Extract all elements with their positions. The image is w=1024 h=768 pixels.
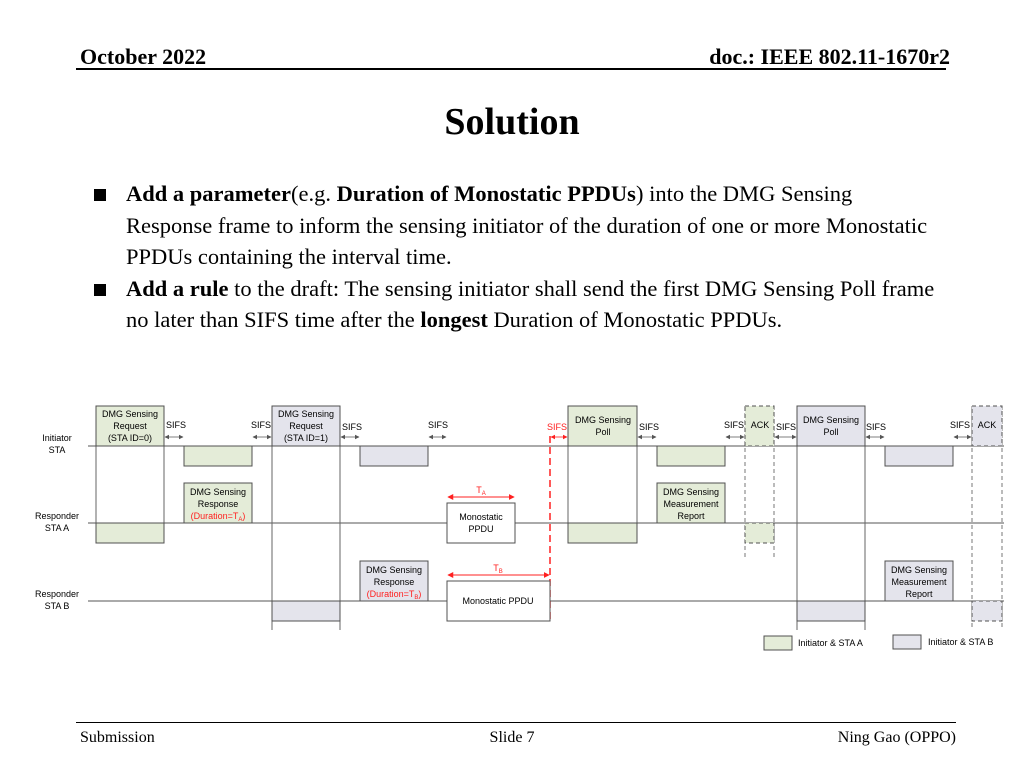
- ack-box-sta-a-3: [744, 522, 775, 544]
- sifs-label: SIFS: [950, 420, 970, 430]
- frame-request-sta0: [95, 405, 165, 447]
- sifs-label: SIFS: [342, 422, 362, 432]
- ack-box-sta-a: [95, 522, 165, 544]
- frame-label: Response: [374, 577, 415, 587]
- footer-submission: Submission: [80, 729, 155, 746]
- sifs-label: SIFS: [776, 422, 796, 432]
- tb-label: TB: [493, 563, 503, 575]
- frame-report-sta-b: [884, 560, 954, 602]
- frame-label: PPDU: [468, 524, 493, 534]
- ack-label: ACK: [751, 420, 770, 430]
- frame-label: DMG Sensing: [102, 409, 158, 419]
- sifs-label: SIFS: [251, 420, 271, 430]
- frame-label: Measurement: [663, 499, 719, 509]
- footer-divider: [76, 722, 956, 723]
- ack-box-initiator-2: [359, 445, 429, 467]
- row-label-sta-a: Responder: [35, 511, 79, 521]
- frame-duration-label: (Duration=TB): [367, 589, 422, 601]
- frame-label: (STA ID=0): [108, 433, 152, 443]
- frame-poll-sta-a: [567, 405, 638, 447]
- ta-label: TA: [476, 485, 486, 497]
- ack-label: ACK: [978, 420, 997, 430]
- legend-label-sta-a: Initiator & STA A: [798, 638, 863, 648]
- frame-label: DMG Sensing: [366, 565, 422, 575]
- bullet-bold-text: Add a parameter: [126, 181, 291, 206]
- bullet-item: Add a parameter(e.g. Duration of Monosta…: [90, 178, 940, 273]
- header-doc-number: doc.: IEEE 802.11-1670r2: [709, 44, 950, 69]
- frame-response-sta-b: [359, 560, 429, 602]
- ack-dashed-lines: [744, 406, 1003, 630]
- ack-box-sta-b-2: [796, 600, 866, 622]
- ack-box-initiator: [183, 445, 253, 467]
- sifs-label: SIFS: [166, 420, 186, 430]
- frame-duration-label: (Duration=TA): [191, 511, 246, 523]
- frame-ack-initiator-b: [971, 405, 1003, 447]
- row-label-sta-b: Responder: [35, 589, 79, 599]
- ack-box-sta-a-2: [567, 522, 638, 544]
- bullet-bold-text: Add a rule: [126, 275, 229, 301]
- frame-label: (STA ID=1): [284, 433, 328, 443]
- square-bullet-icon: [94, 189, 106, 201]
- frame-request-sta1: [271, 405, 341, 447]
- frame-label: Report: [905, 589, 933, 599]
- legend-label-sta-b: Initiator & STA B: [928, 637, 993, 647]
- footer-author: Ning Gao (OPPO): [837, 729, 956, 746]
- timing-diagram: Initiator STA Responder STA A Responder …: [35, 405, 1004, 651]
- slide-title: Solution: [444, 101, 580, 143]
- frame-label: DMG Sensing: [190, 487, 246, 497]
- bullet-bold-text: Duration of Monostatic PPDUs: [336, 181, 636, 206]
- sifs-label: SIFS: [428, 420, 448, 430]
- frame-label: DMG Sensing: [278, 409, 334, 419]
- sifs-label: SIFS: [639, 422, 659, 432]
- frame-ack-initiator-a: [744, 405, 775, 447]
- bullet-text: (e.g.: [290, 181, 337, 206]
- header-date: October 2022: [80, 44, 207, 69]
- frame-label: Measurement: [891, 577, 947, 587]
- ack-box-initiator-4: [884, 445, 954, 467]
- frame-report-sta-a: [656, 482, 726, 524]
- ack-box-sta-b: [271, 600, 341, 622]
- frame-label: DMG Sensing: [575, 415, 631, 425]
- bullet-list: Add a parameter(e.g. Duration of Monosta…: [90, 178, 940, 336]
- frame-label: DMG Sensing: [803, 415, 859, 425]
- frame-poll-sta-b: [796, 405, 866, 447]
- frame-label: Poll: [823, 427, 838, 437]
- frame-monostatic-ppdu-b: [446, 580, 551, 622]
- row-label-sta-b: STA B: [45, 601, 70, 611]
- bullet-text: ) into the DMG Sensing Response frame to…: [126, 181, 928, 269]
- frame-label: Monostatic: [459, 512, 503, 522]
- frame-label: Monostatic PPDU: [462, 596, 533, 606]
- ack-box-initiator-3: [656, 445, 726, 467]
- frame-response-sta-a: [183, 482, 253, 524]
- frame-label: DMG Sensing: [663, 487, 719, 497]
- frame-label: Response: [198, 499, 239, 509]
- sifs-label: SIFS: [724, 420, 744, 430]
- header-divider: [76, 68, 946, 70]
- frame-label: Request: [113, 421, 147, 431]
- sifs-label-red: SIFS: [547, 422, 567, 432]
- bullet-text: to the draft: The sensing initiator shal…: [126, 275, 935, 333]
- bullet-bold-text: longest: [420, 307, 488, 332]
- bullet-item: Add a rule to the draft: The sensing ini…: [90, 273, 940, 336]
- frame-monostatic-ppdu-a: [446, 502, 516, 544]
- frame-label: Report: [677, 511, 705, 521]
- frame-label: Request: [289, 421, 323, 431]
- square-bullet-icon: [94, 283, 106, 296]
- ack-box-sta-b-3: [971, 600, 1003, 622]
- frame-label: DMG Sensing: [891, 565, 947, 575]
- row-label-initiator: Initiator: [42, 433, 72, 443]
- row-label-initiator: STA: [49, 445, 66, 455]
- legend-swatch-sta-b: [892, 634, 922, 650]
- sifs-label: SIFS: [866, 422, 886, 432]
- row-label-sta-a: STA A: [45, 523, 69, 533]
- bullet-text: Duration of Monostatic PPDUs.: [487, 307, 783, 332]
- frame-label: Poll: [595, 427, 610, 437]
- legend-swatch-sta-a: [763, 635, 793, 651]
- footer-slide-number: Slide 7: [489, 729, 535, 746]
